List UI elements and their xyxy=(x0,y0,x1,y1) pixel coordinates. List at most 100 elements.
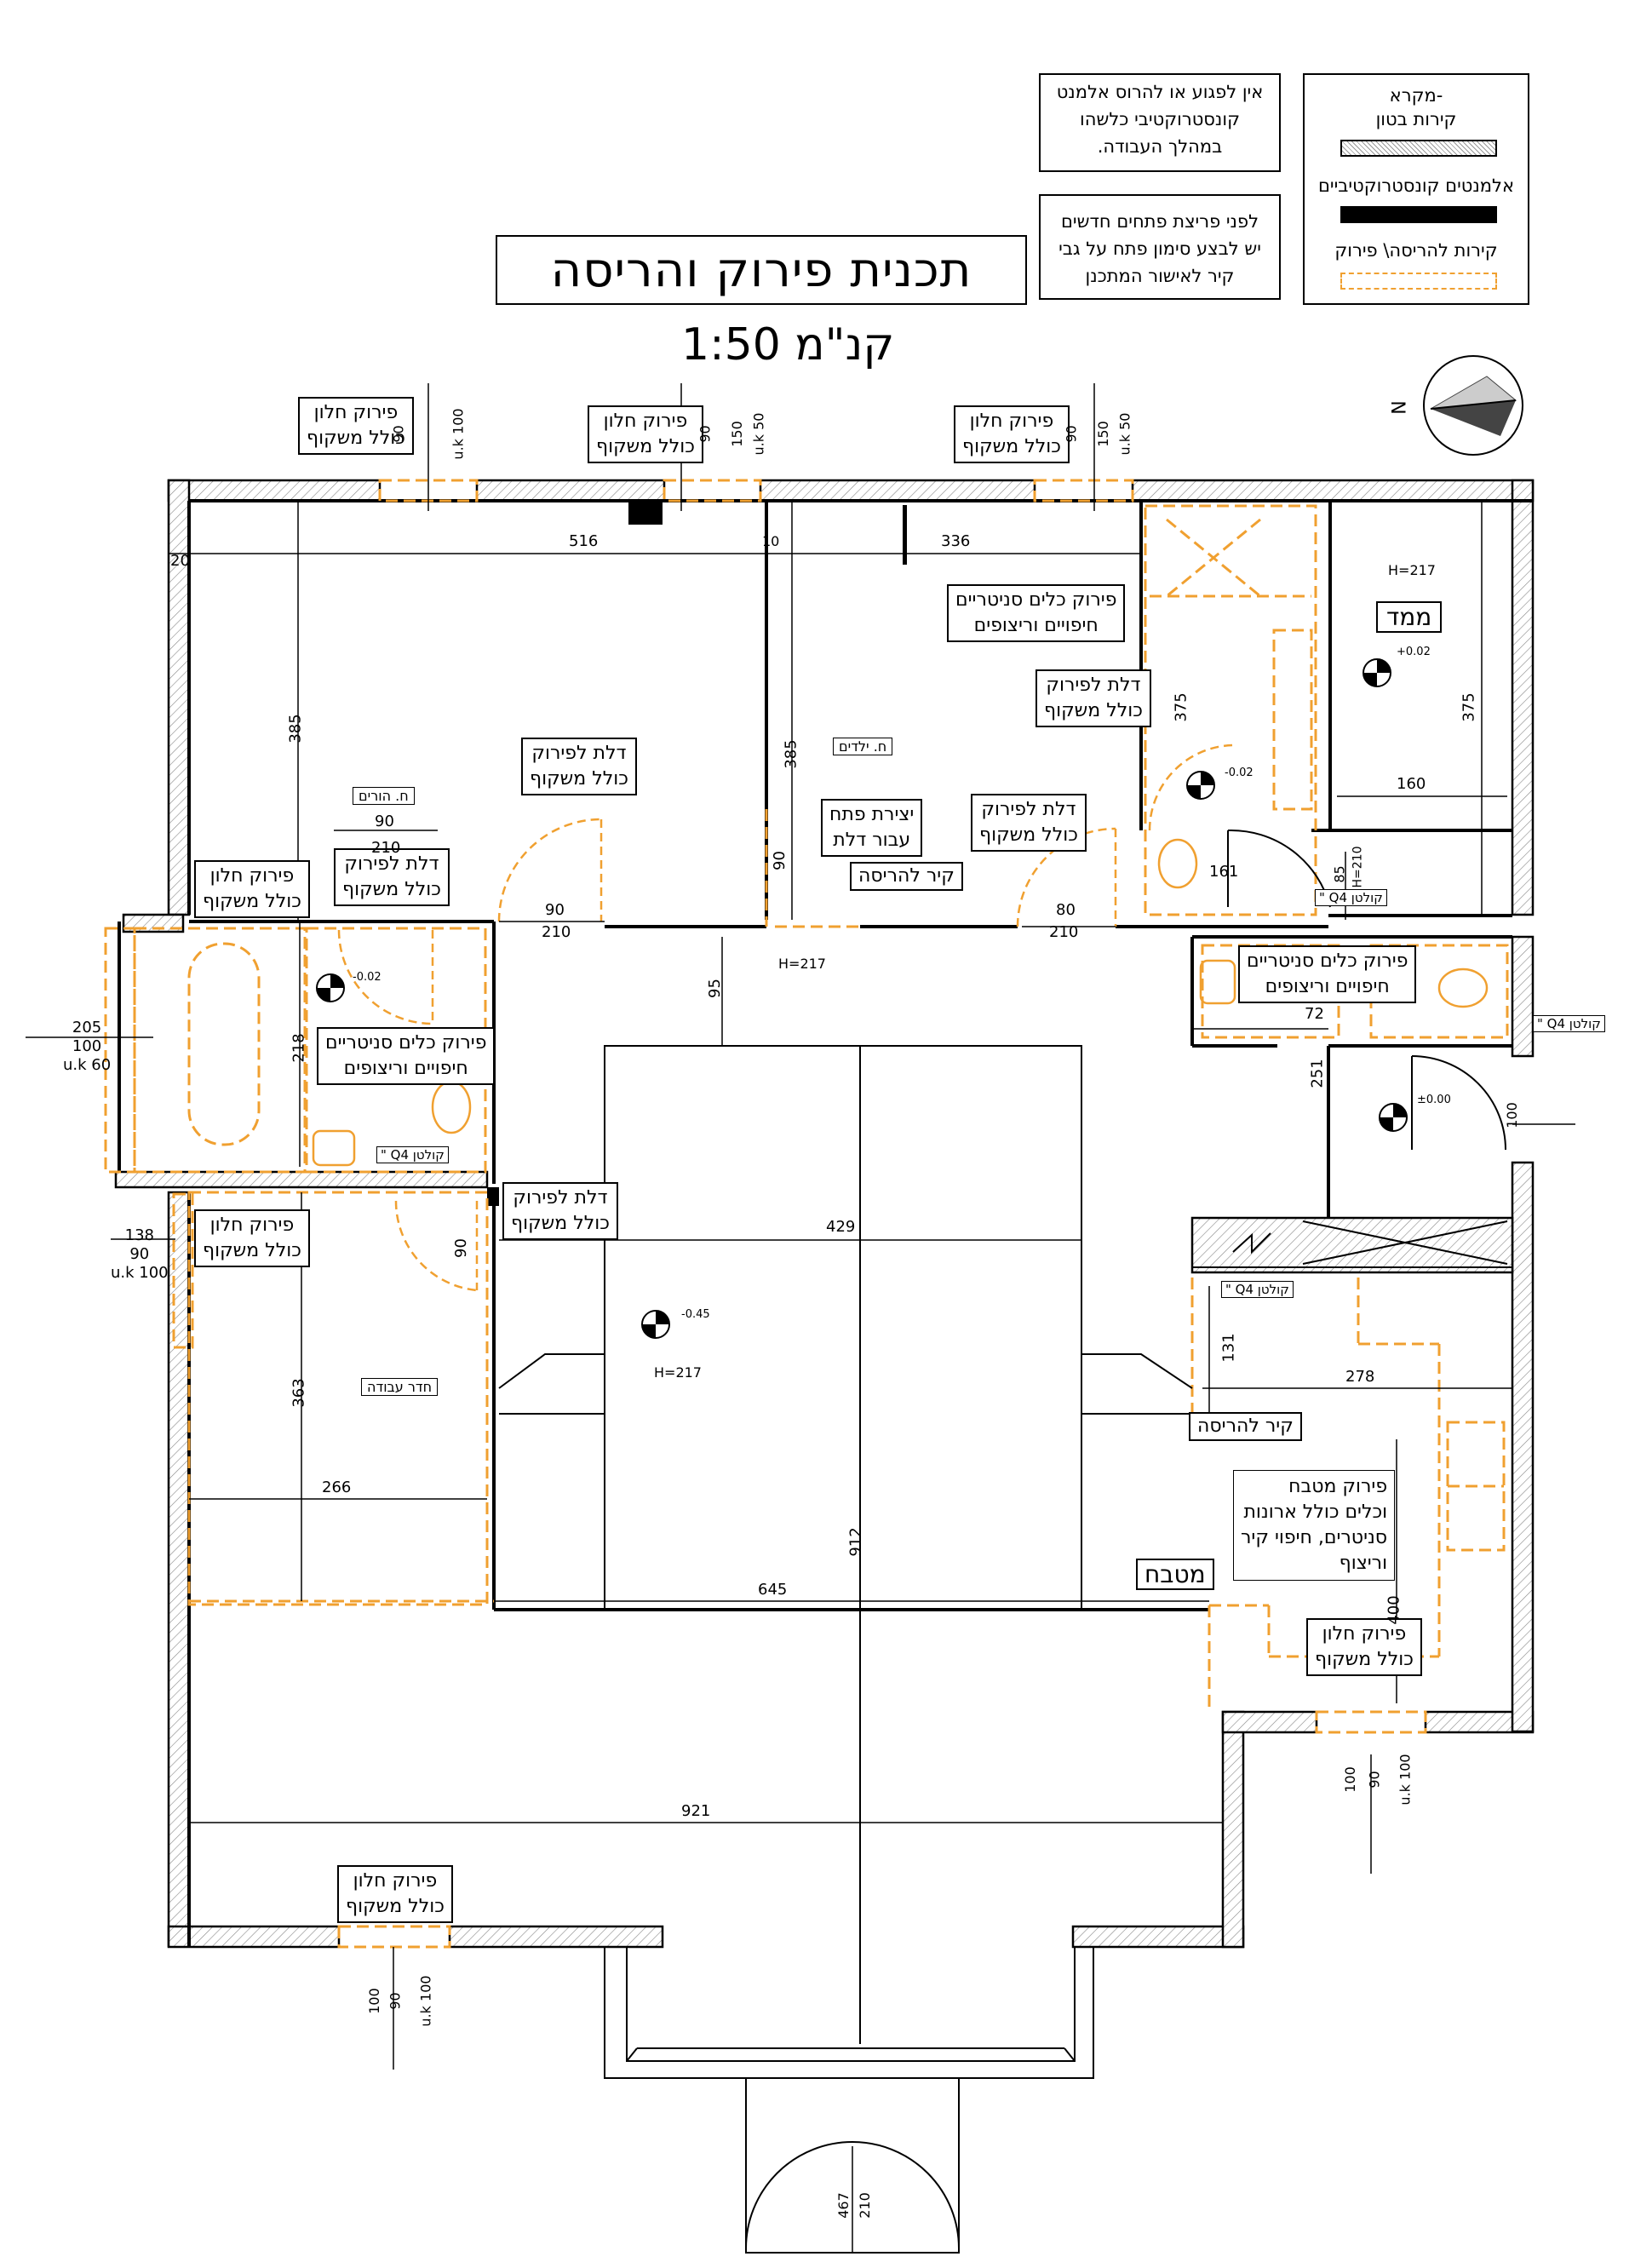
note-line: כולל משקוף xyxy=(307,428,405,449)
window-size: u.k 100 xyxy=(450,408,467,459)
dim-text: 100 xyxy=(1503,1102,1520,1128)
dim-text: 467 xyxy=(835,2192,852,2219)
room-name: ח. ילדים xyxy=(839,738,887,755)
dim-text: 10 xyxy=(762,533,780,549)
exterior-walls xyxy=(114,479,1535,1949)
level-text: -0.02 xyxy=(353,971,382,984)
room-label-kitchen: מטבח xyxy=(1136,1559,1214,1590)
tag-text: קולטן Q4 " xyxy=(1537,1016,1601,1031)
dim-text: 100 xyxy=(72,1037,102,1055)
dim-text: 266 xyxy=(322,1479,352,1496)
window-size: 90 xyxy=(1064,425,1080,442)
note-line: חיפויים וריצופים xyxy=(343,1058,468,1079)
dim-text: 90 xyxy=(770,851,789,870)
column-tag: קולטן Q4 " xyxy=(1315,889,1387,906)
dim-text: 363 xyxy=(290,1378,308,1408)
dim-text: 131 xyxy=(1219,1333,1238,1363)
note-line: כולל משקוף xyxy=(962,436,1061,457)
room-label-parents: ח. הורים xyxy=(353,787,415,805)
plan-title: תכנית פירוק והריסה xyxy=(496,235,1027,305)
window-size: 90 xyxy=(1367,1771,1383,1788)
legend-heading: -מקרא xyxy=(1389,85,1443,106)
note-line: קיר להריסה xyxy=(1197,1415,1294,1437)
dim-text: 278 xyxy=(1345,1368,1375,1386)
legend-swatch-structural xyxy=(1340,206,1497,223)
dim-text: 645 xyxy=(758,1581,788,1599)
door-note: דלת לפירוק כולל משקוף xyxy=(971,794,1087,852)
room-label-kids: ח. ילדים xyxy=(833,738,893,755)
legend: -מקרא קירות בטון אלמנטים קונסטרוקטיביים … xyxy=(1303,73,1529,305)
kitchen-note: פירוק מטבח וכלים כולל ארונות סניטרים, חי… xyxy=(1233,1470,1396,1581)
note-line: כולל משקוף xyxy=(1044,700,1143,721)
note-line: כולל משקוף xyxy=(203,891,301,912)
window-size: 100 xyxy=(366,1988,382,2014)
window-size: 150 xyxy=(1095,421,1111,447)
note-line: חיפויים וריצופים xyxy=(973,615,1099,636)
dim-text: 251 xyxy=(1308,1059,1327,1088)
north-label: N xyxy=(1389,400,1411,415)
note-line: פירוק חלון xyxy=(353,1870,438,1892)
note-line: דלת לפירוק xyxy=(1046,675,1141,696)
structural-elements xyxy=(487,502,907,1206)
dim-text: 385 xyxy=(782,739,800,769)
note-line: פירוק חלון xyxy=(209,865,295,887)
dim-text: 336 xyxy=(941,532,971,550)
legend-swatch-concrete xyxy=(1340,140,1497,157)
window-size: u.k 50 xyxy=(750,413,766,456)
tag-text: קולטן Q4 " xyxy=(1225,1282,1289,1297)
window-note: פירוק חלון כולל משקוף xyxy=(194,860,310,918)
note-line: אין לפגוע או להרוס אלמנט xyxy=(1056,82,1264,102)
window-uk: u.k 100 xyxy=(417,1975,434,2027)
note-line: פירוק מטבח xyxy=(1288,1476,1388,1497)
note-structural-bottom: לפני פריצת פתחים חדשים יש לבצע סימון פתח… xyxy=(1039,194,1281,300)
window-size: 467 xyxy=(835,2192,852,2219)
dim-text: 90 xyxy=(1063,425,1080,443)
dim-text: 429 xyxy=(826,1218,856,1236)
note-line: וכלים כולל ארונות xyxy=(1243,1501,1388,1523)
note-line: דלת לפירוק xyxy=(344,853,439,875)
wall-demolish-note: קיר להריסה xyxy=(850,862,963,891)
dim-text: 90 xyxy=(129,1245,150,1263)
plan-title-text: תכנית פירוק והריסה xyxy=(550,242,972,298)
window-size: 138 90 u.k 100 xyxy=(111,1226,169,1283)
level-text: -0.45 xyxy=(681,1308,710,1321)
note-line: במהלך העבודה. xyxy=(1097,136,1223,157)
dim-text: 95 xyxy=(705,979,724,998)
dim-text: 90 xyxy=(375,812,394,830)
window-size: 100 xyxy=(1504,1102,1520,1128)
note-line: דלת לפירוק xyxy=(531,743,627,764)
room-name: חדר עבודה xyxy=(367,1379,433,1395)
window-uk: u.k 50 xyxy=(750,412,767,456)
plan-scale: קנ"מ 1:50 xyxy=(681,319,895,370)
note-line: פירוק חלון xyxy=(969,411,1054,432)
room-name: ממד xyxy=(1386,603,1432,631)
dim-text: 90 xyxy=(390,425,407,443)
sanitary-fixtures xyxy=(312,838,1489,1167)
dim-text: 218 xyxy=(290,1033,308,1063)
dim-text: 161 xyxy=(1209,863,1239,881)
tag-text: קולטן Q4 " xyxy=(381,1147,445,1163)
window-size: 90 xyxy=(391,425,407,442)
room-label-study: חדר עבודה xyxy=(361,1378,439,1396)
note-line: דלת לפירוק xyxy=(981,799,1076,820)
door-note: דלת לפירוק כולל משקוף xyxy=(1036,669,1151,727)
window-note: פירוק חלון כולל משקוף xyxy=(954,405,1070,463)
level-marker-icon xyxy=(316,973,345,1002)
note-line: כולל משקוף xyxy=(979,824,1078,846)
dim-text: 72 xyxy=(1305,1005,1324,1023)
level-text: H=217 xyxy=(1388,562,1436,578)
note-line: כולל משקוף xyxy=(511,1213,610,1234)
dim-text: 912 xyxy=(846,1527,865,1557)
dim-text: 210 xyxy=(1049,923,1079,941)
dim-text: 210 xyxy=(542,923,571,941)
dim-text: 138 xyxy=(124,1226,154,1244)
level-marker-icon xyxy=(1362,658,1391,687)
legend-swatch-demolish xyxy=(1340,273,1497,290)
window-size: 150 xyxy=(729,421,745,447)
